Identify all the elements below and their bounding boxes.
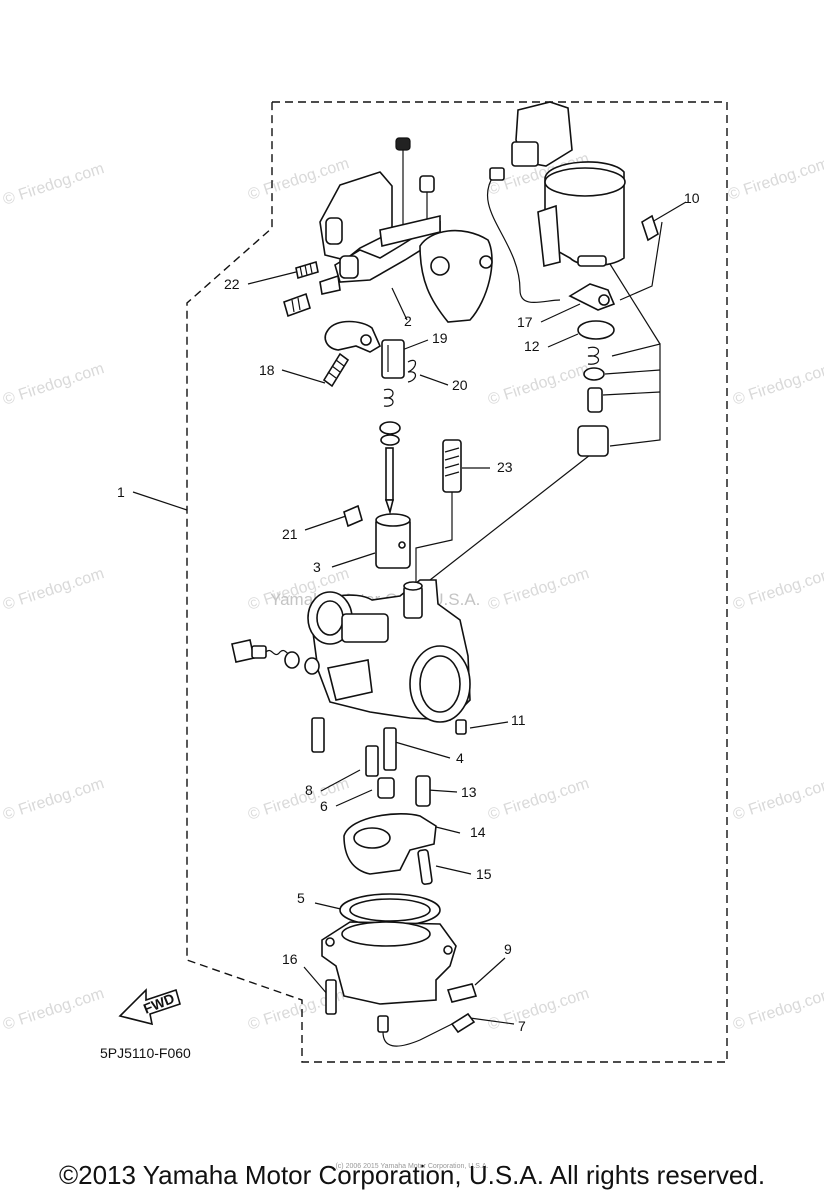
- callout-4: 4: [456, 750, 464, 766]
- lever-19: [324, 320, 417, 383]
- lower-screws: [311, 717, 467, 807]
- callout-12: 12: [524, 338, 540, 354]
- callout-20: 20: [452, 377, 468, 393]
- watermark: © Firedog.com: [1, 360, 106, 409]
- callout-16: 16: [282, 951, 298, 967]
- fwd-arrow-icon: FWD: [118, 988, 181, 1026]
- callout-13: 13: [461, 784, 477, 800]
- callout-10: 10: [684, 190, 700, 206]
- callout-11: 11: [511, 712, 526, 728]
- watermark: © Firedog.com: [731, 360, 824, 409]
- callout-17: 17: [517, 314, 533, 330]
- part-23: [442, 439, 462, 493]
- callout-labels: 1 2 3 4 5 6 7 8 9 10 11 12 13 14 15 16 1…: [100, 190, 700, 1061]
- callout-21: 21: [282, 526, 298, 542]
- watermark: © Firedog.com: [246, 775, 351, 824]
- callout-18: 18: [259, 362, 275, 378]
- callout-14: 14: [470, 824, 486, 840]
- callout-8: 8: [305, 782, 313, 798]
- screw-18: [322, 352, 350, 388]
- callout-22: 22: [224, 276, 240, 292]
- throttle-linkage: [319, 137, 493, 323]
- watermark: © Firedog.com: [486, 360, 591, 409]
- carburetor-body: [307, 579, 471, 723]
- diagram-code: 5PJ5110-F060: [100, 1045, 191, 1061]
- callout-23: 23: [497, 459, 513, 475]
- watermark: © Firedog.com: [1, 160, 106, 209]
- callout-6: 6: [320, 798, 328, 814]
- air-screw-set: [231, 639, 320, 675]
- part-21: [343, 504, 363, 528]
- fine-print: (c) 2006 2015 Yamaha Motor Corporation, …: [335, 1163, 489, 1170]
- callout-1: 1: [117, 484, 125, 500]
- watermark: © Firedog.com: [1, 985, 106, 1034]
- watermark: © Firedog.com: [486, 775, 591, 824]
- watermark: © Firedog.com: [486, 985, 591, 1034]
- throttle-valve-3: [375, 513, 411, 569]
- float-bowl: [321, 893, 478, 1047]
- callout-5: 5: [297, 890, 305, 906]
- watermark: © Firedog.com: [1, 565, 106, 614]
- callout-15: 15: [476, 866, 492, 882]
- watermark: © Firedog.com: [731, 775, 824, 824]
- screw-22: [283, 260, 341, 318]
- jet-needle: [379, 388, 401, 515]
- watermark: © Firedog.com: [731, 565, 824, 614]
- assembly-boundary: [186, 101, 728, 1063]
- auto-choke-10: [489, 101, 659, 457]
- watermark: © Firedog.com: [726, 155, 824, 204]
- watermark: © Firedog.com: [1, 775, 106, 824]
- callout-7: 7: [518, 1018, 526, 1034]
- callout-2: 2: [404, 313, 412, 329]
- watermark: © Firedog.com: [731, 985, 824, 1034]
- float-14: [343, 813, 437, 885]
- copyright-footer: ©2013 Yamaha Motor Corporation, U.S.A. A…: [58, 1160, 766, 1190]
- callout-3: 3: [313, 559, 321, 575]
- callout-9: 9: [504, 941, 512, 957]
- watermark: © Firedog.com: [486, 565, 591, 614]
- callout-19: 19: [432, 330, 448, 346]
